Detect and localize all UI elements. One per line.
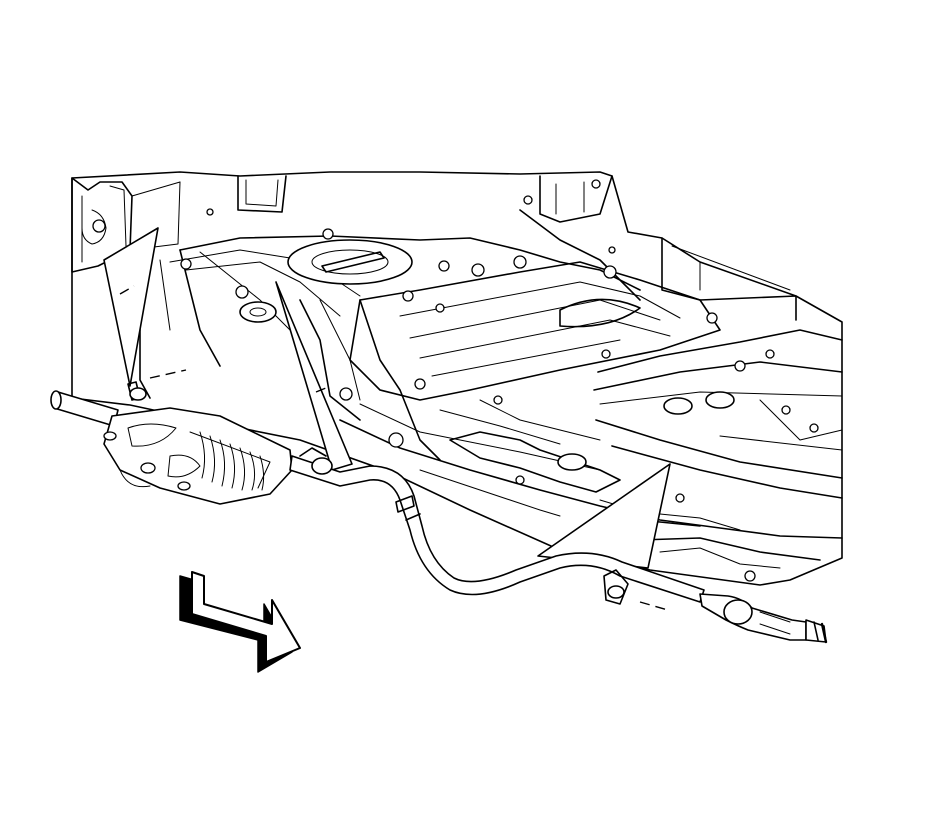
- catalytic-converter: [103, 407, 293, 505]
- arrow-face: [191, 571, 301, 663]
- frame-bracket-hole: [92, 219, 106, 233]
- pipe-clamp-middle: [395, 495, 415, 513]
- rear-tower: [539, 175, 613, 223]
- leader-triangle-left: [103, 227, 159, 387]
- center-hanger-insulator: [311, 457, 333, 475]
- front-direction-arrow-icon: [179, 571, 301, 673]
- leader-triangle-center: [275, 281, 353, 471]
- right-rocker-rail: [597, 329, 843, 373]
- floor-fasteners: [180, 179, 819, 582]
- floor-pan-outline: [71, 171, 843, 586]
- floor-cup-well: [287, 239, 413, 285]
- callout-leader-triangles: [103, 227, 671, 569]
- exhaust-system: [50, 369, 828, 644]
- underbody-floor-pan: [71, 171, 843, 586]
- floor-drain-plug: [239, 301, 277, 323]
- center-sill-panel: [449, 431, 621, 493]
- rear-right-panel: [661, 237, 797, 321]
- floor-lower-edge: [339, 419, 843, 539]
- front-cross-member: [179, 235, 641, 291]
- exhaust-resonator: [699, 593, 807, 641]
- intermediate-exhaust-pipe: [289, 455, 705, 603]
- center-tunnel: [349, 261, 721, 401]
- tunnel-bulge: [559, 298, 641, 328]
- front-floor-cutout: [237, 175, 287, 213]
